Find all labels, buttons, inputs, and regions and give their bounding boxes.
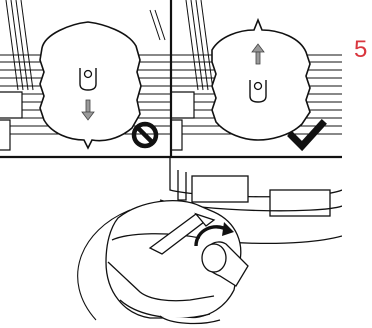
edge-hatching: [186, 0, 213, 90]
dial-body: [212, 20, 310, 140]
dial-body: [40, 22, 141, 148]
left-bracket: [0, 92, 22, 118]
panel-rotation: [78, 158, 342, 323]
panel-incorrect: [0, 0, 170, 150]
prohibited-icon: [134, 124, 156, 146]
step-number: 5: [354, 38, 367, 62]
left-bracket: [172, 92, 194, 118]
panel-correct: [172, 0, 342, 150]
